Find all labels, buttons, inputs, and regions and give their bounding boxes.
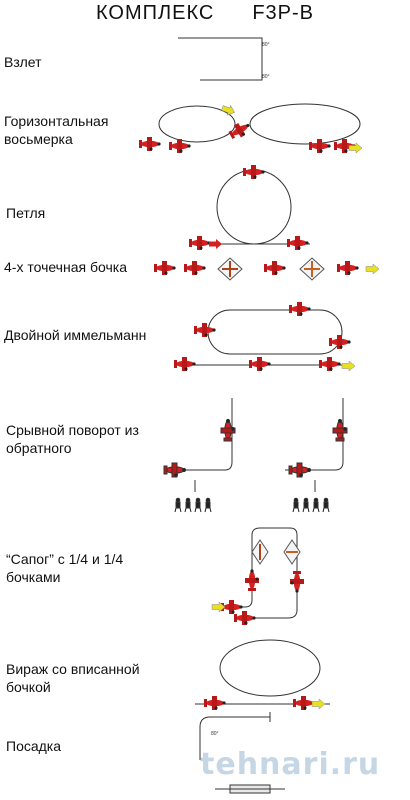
landing-diagram: 80° xyxy=(199,712,285,794)
maneuver-label-landing: Посадка xyxy=(6,738,62,754)
boot-diagram xyxy=(211,527,304,625)
complex-code: F3P-B xyxy=(252,2,315,24)
horizontal-eight-diagram xyxy=(139,102,363,154)
maneuver-label-loop: Петля xyxy=(6,205,46,221)
takeoff-diagram: 80° 80° xyxy=(178,37,270,81)
takeoff-angle-bottom: 80° xyxy=(262,74,270,80)
page-title: КОМПЛЕКС F3P-B xyxy=(0,0,410,26)
maneuver-label-boot: “Сапог” с 1/4 и 1/4 бочками xyxy=(6,551,124,585)
maneuver-label-four-point-roll: 4-х точечная бочка xyxy=(4,259,127,275)
maneuver-label-stall-turn: Срывной поворот из обратного xyxy=(6,422,139,456)
maneuver-label-double-immelmann: Двойной иммельманн xyxy=(4,327,147,343)
maneuver-label-takeoff: Взлет xyxy=(4,54,42,70)
maneuver-label-horizontal-eight: Горизонтальная восьмерка xyxy=(4,113,109,147)
stall-turn-diagram xyxy=(163,398,348,513)
complex-title: КОМПЛЕКС xyxy=(95,2,215,24)
turn-with-roll-diagram xyxy=(195,639,330,710)
loop-diagram xyxy=(189,165,310,250)
landing-angle: 80° xyxy=(211,731,219,737)
four-point-roll-diagram xyxy=(154,257,380,281)
double-immelmann-diagram xyxy=(174,302,356,372)
maneuver-label-turn-with-roll: Вираж со вписанной бочкой xyxy=(6,661,140,695)
watermark-text: tehnari.ru xyxy=(200,747,381,782)
takeoff-angle-top: 80° xyxy=(262,42,270,48)
